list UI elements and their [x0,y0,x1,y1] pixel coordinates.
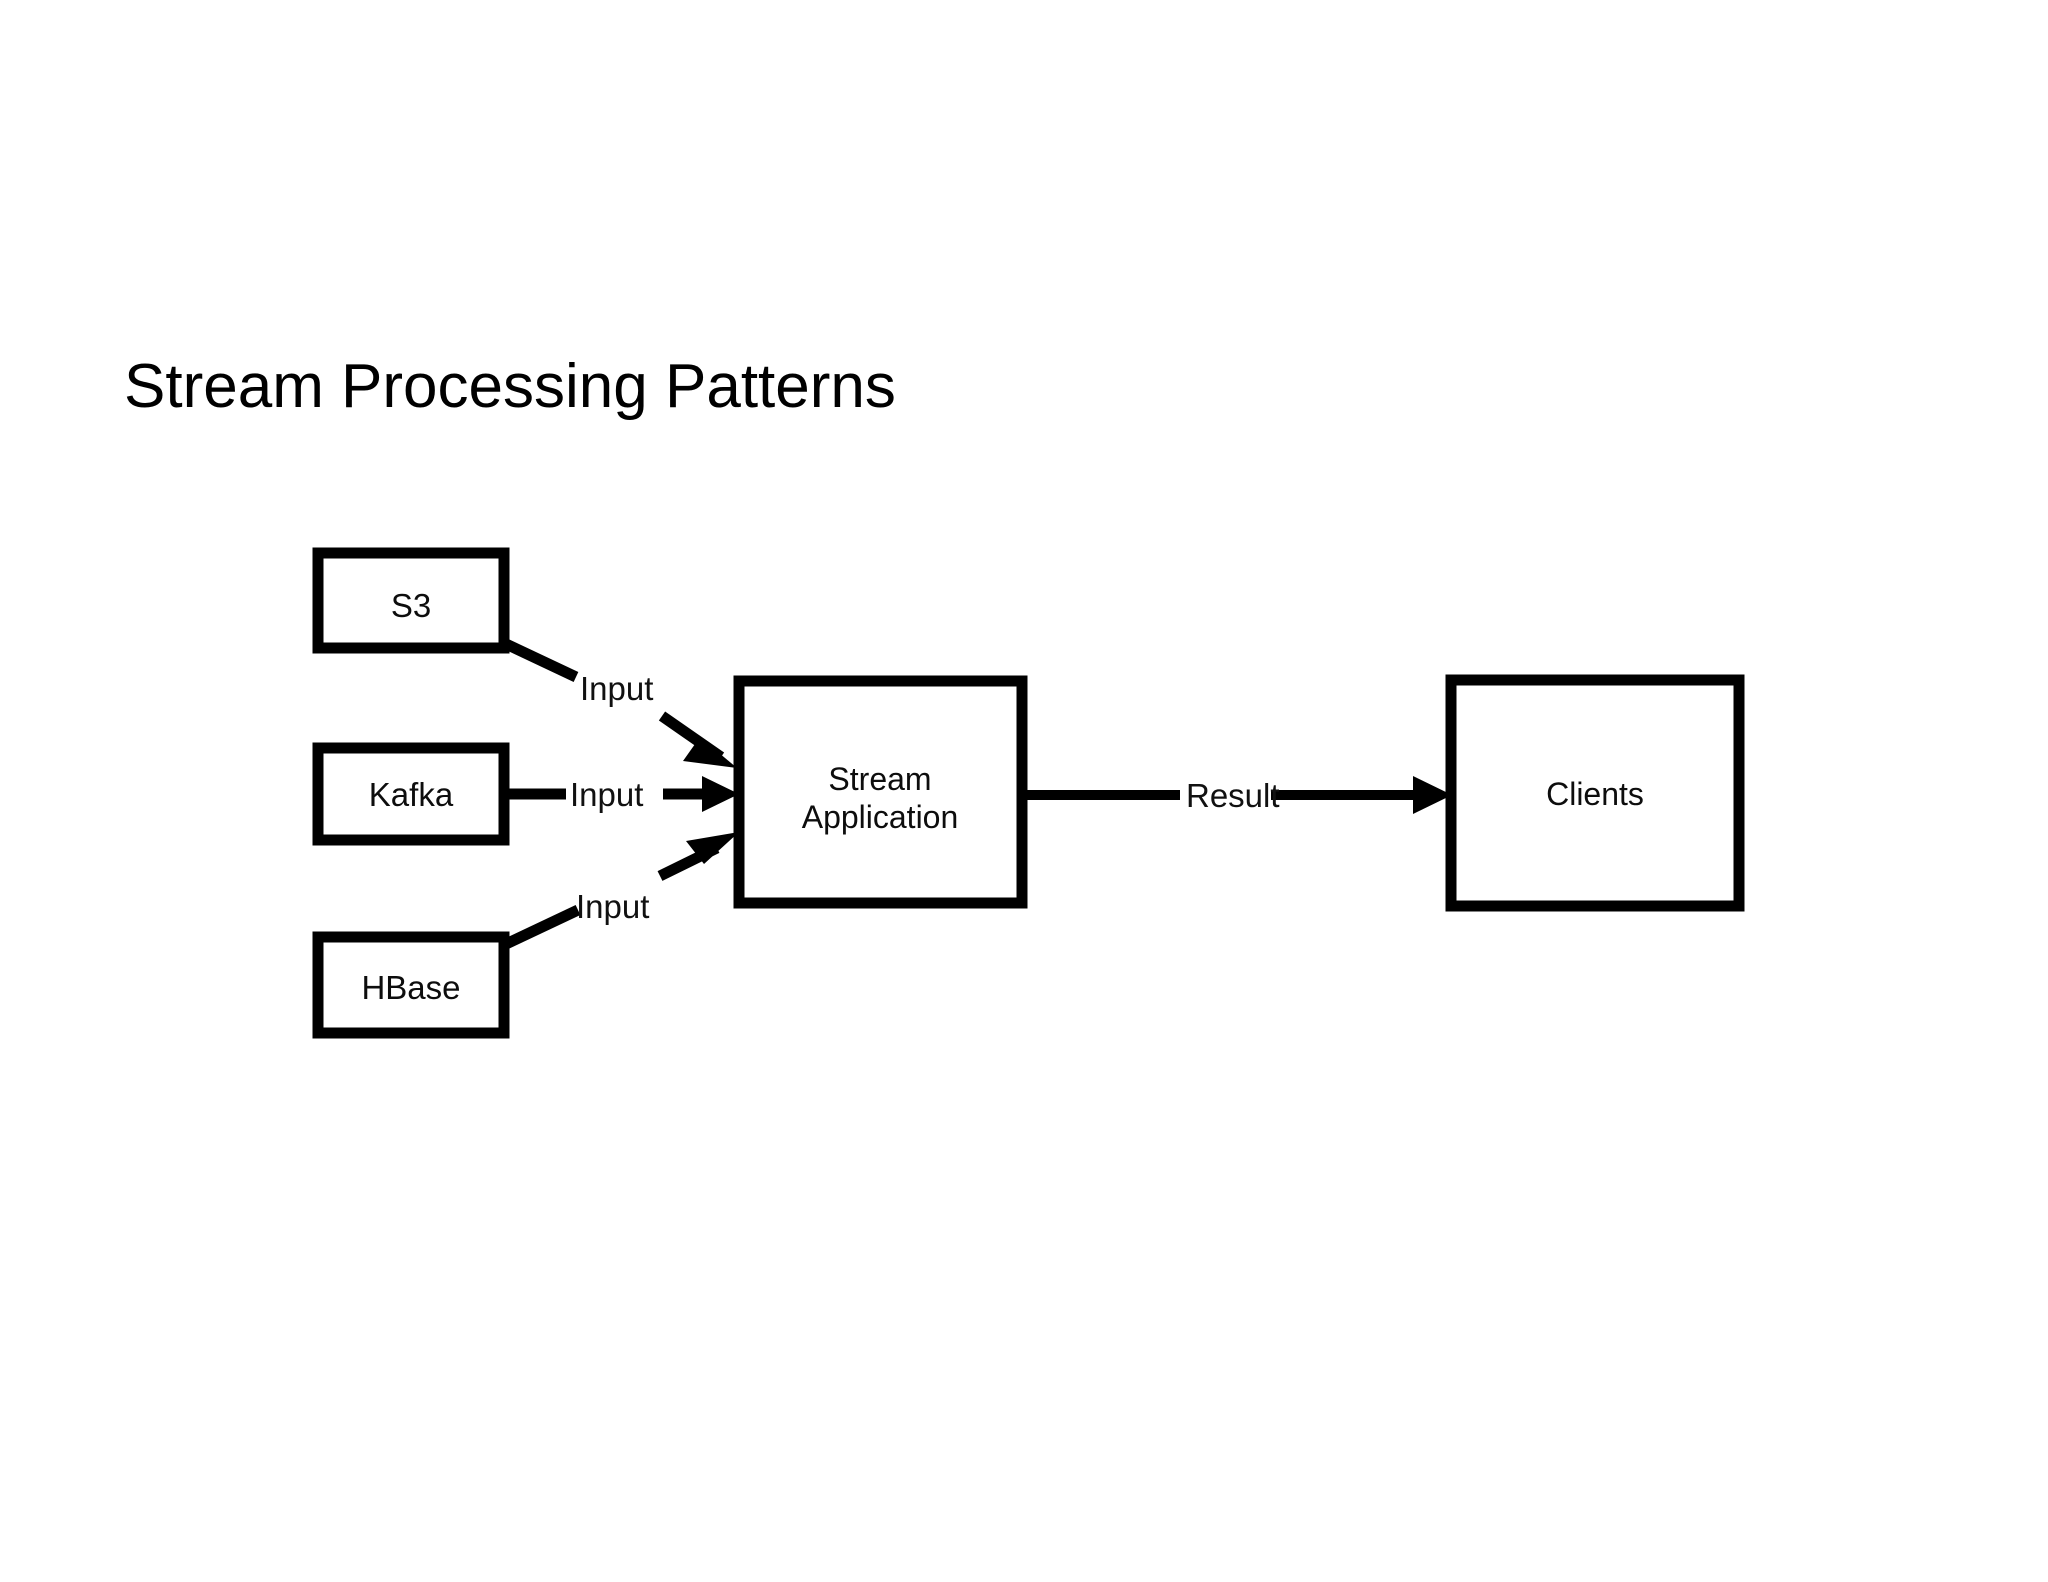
stream-application-box[interactable] [733,675,1028,909]
node-stream-application[interactable]: Stream Application [733,675,1028,909]
result-edge-arrowhead [1413,776,1452,814]
edge-kafka-to-stream-application: Input [504,776,739,813]
hbase-edge-label: Input [576,888,649,925]
s3-edge-arrowhead [683,737,737,768]
node-s3[interactable]: S3 [312,547,510,654]
kafka-edge-label: Input [570,776,643,813]
s3-label: S3 [391,587,431,624]
kafka-edge-arrowhead [702,776,739,812]
kafka-label: Kafka [369,776,454,813]
hbase-label: HBase [361,969,460,1006]
s3-edge-label: Input [580,670,653,707]
page-title: Stream Processing Patterns [124,352,896,421]
clients-label: Clients [1546,776,1644,812]
node-kafka[interactable]: Kafka [312,742,510,846]
s3-edge-segment-1 [503,639,579,682]
hbase-box[interactable] [312,931,510,1039]
result-edge-label: Result [1186,777,1280,814]
kafka-box[interactable] [312,742,510,846]
edge-hbase-to-stream-application: Input [503,832,739,949]
stream-application-label-line1: Stream [828,761,931,797]
clients-box[interactable] [1445,674,1745,912]
stream-application-label-line2: Application [802,799,959,835]
edge-s3-to-stream-application: Input [503,639,737,768]
s3-box[interactable] [312,547,510,654]
edge-stream-application-to-clients: Result [1022,776,1452,814]
hbase-edge-arrowhead [686,832,739,864]
hbase-edge-segment-1 [503,905,581,949]
node-hbase[interactable]: HBase [312,931,510,1039]
node-clients[interactable]: Clients [1445,674,1745,912]
